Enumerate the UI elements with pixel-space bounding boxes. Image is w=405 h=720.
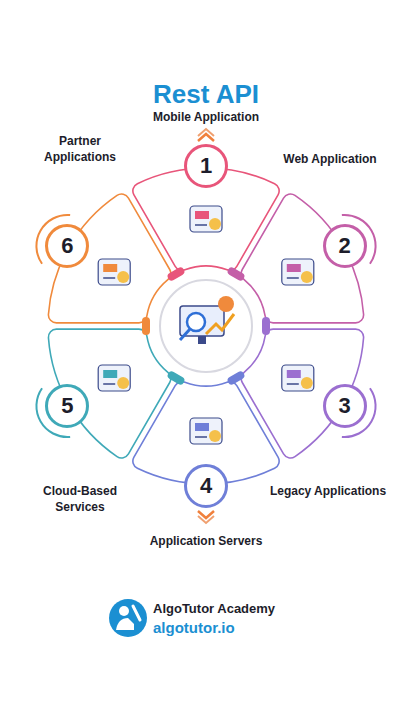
spoke-pill — [262, 317, 270, 335]
magnifier — [187, 313, 205, 331]
item-label: Web Application — [283, 152, 376, 168]
icon-panel — [282, 365, 314, 391]
icon-panel — [190, 418, 222, 444]
spoke-pill — [166, 370, 186, 386]
number-circle: 1 — [184, 144, 228, 188]
icon-panel — [190, 206, 222, 232]
sector-icons — [98, 206, 314, 444]
callout-number: 6 — [61, 233, 73, 259]
icon-block — [103, 264, 117, 272]
spoke-pill — [142, 317, 150, 335]
icon-block — [287, 370, 301, 378]
icon-block — [287, 264, 301, 272]
sector-icon — [282, 259, 314, 285]
chevron — [198, 516, 214, 523]
sector-icon — [190, 206, 222, 232]
icon-dot — [301, 377, 313, 389]
icon-dot — [117, 271, 129, 283]
brand-name: AlgoTutor Academy — [153, 601, 275, 618]
icon-dot — [209, 218, 221, 230]
chevron — [198, 129, 214, 136]
sector-icon — [282, 365, 314, 391]
spoke-pill — [226, 370, 246, 386]
item-label: Cloud-Based Services — [38, 484, 122, 515]
icon-panel — [282, 259, 314, 285]
sector-icon — [98, 259, 130, 285]
icon-panel — [98, 365, 130, 391]
callout-number: 3 — [338, 393, 350, 419]
number-circle: 4 — [184, 464, 228, 508]
callout-number: 4 — [200, 473, 212, 499]
logo — [109, 599, 147, 637]
icon-block — [195, 423, 209, 431]
title: Rest API — [153, 78, 259, 112]
icon-dot — [301, 271, 313, 283]
trend-arrow — [206, 314, 234, 334]
sector-icon — [190, 418, 222, 444]
monitor-stand — [198, 336, 206, 344]
logo-head — [119, 606, 129, 616]
icon-line — [287, 277, 299, 279]
icon-dot — [117, 377, 129, 389]
clock — [218, 296, 234, 312]
callout-number: 1 — [200, 153, 212, 179]
brand-url: algotutor.io — [153, 618, 235, 638]
number-circle: 3 — [323, 384, 367, 428]
hub — [160, 280, 252, 372]
callout-number: 5 — [61, 393, 73, 419]
icon-block — [195, 211, 209, 219]
item-label: Application Servers — [150, 534, 263, 550]
logo-pen — [133, 606, 140, 620]
callout-number: 2 — [338, 233, 350, 259]
item-label: Partner Applications — [35, 134, 125, 165]
sector-icon — [98, 365, 130, 391]
wheel — [48, 168, 363, 484]
icon-panel — [98, 259, 130, 285]
icon-line — [195, 436, 207, 438]
logo-body — [116, 618, 134, 630]
icon-line — [287, 383, 299, 385]
magnifier-handle — [180, 329, 190, 340]
icon-block — [103, 370, 117, 378]
spoke-pill — [226, 266, 246, 282]
icon-line — [103, 383, 115, 385]
number-circle: 2 — [323, 224, 367, 268]
icon-line — [195, 224, 207, 226]
item-label: Legacy Applications — [270, 484, 386, 500]
item-label: Mobile Application — [153, 110, 259, 126]
wheel-sector — [48, 329, 170, 458]
spoke-pill — [166, 266, 186, 282]
icon-line — [103, 277, 115, 279]
icon-dot — [209, 430, 221, 442]
